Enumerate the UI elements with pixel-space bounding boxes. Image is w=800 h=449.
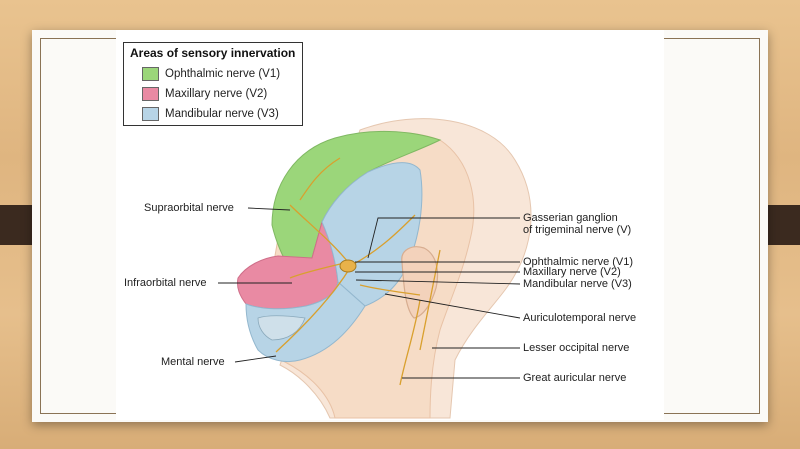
label-ophthalmic-nerve: Ophthalmic nerve (V1): [523, 256, 634, 268]
label-gasserian-ganglion: Gasserian ganglion: [523, 212, 618, 224]
label-maxillary-nerve: Maxillary nerve (V2): [523, 266, 621, 278]
legend-item-v3: Mandibular nerve (V3): [130, 104, 296, 124]
label-mental-nerve: Mental nerve: [161, 356, 225, 368]
legend-title: Areas of sensory innervation: [130, 46, 296, 60]
gasserian-ganglion: [339, 259, 357, 273]
leader-lines: [218, 207, 521, 379]
label-supraorbital-nerve: Supraorbital nerve: [144, 202, 234, 214]
ear: [401, 246, 439, 319]
legend-swatch-v2: [142, 87, 159, 101]
label-lesser-occipital-nerve: Lesser occipital nerve: [523, 342, 630, 354]
legend-item-v1: Ophthalmic nerve (V1): [130, 64, 296, 84]
legend-label-v2: Maxillary nerve (V2): [165, 88, 268, 100]
legend-label-v3: Mandibular nerve (V3): [165, 108, 279, 120]
label-mandibular-nerve: Mandibular nerve (V3): [523, 278, 632, 290]
teeth-outline: [257, 315, 306, 341]
legend-swatch-v3: [142, 107, 159, 121]
legend-item-v2: Maxillary nerve (V2): [130, 84, 296, 104]
label-auriculotemporal-nerve: Auriculotemporal nerve: [523, 312, 637, 324]
legend-box: Areas of sensory innervation Ophthalmic …: [123, 42, 303, 126]
v3-jaw-region: [245, 281, 366, 363]
label-gasserian-ganglion-line2: of trigeminal nerve (V): [523, 224, 632, 236]
legend-label-v1: Ophthalmic nerve (V1): [165, 68, 281, 80]
legend-swatch-v1: [142, 67, 159, 81]
label-infraorbital-nerve: Infraorbital nerve: [124, 277, 207, 289]
label-great-auricular-nerve: Great auricular nerve: [523, 372, 627, 384]
